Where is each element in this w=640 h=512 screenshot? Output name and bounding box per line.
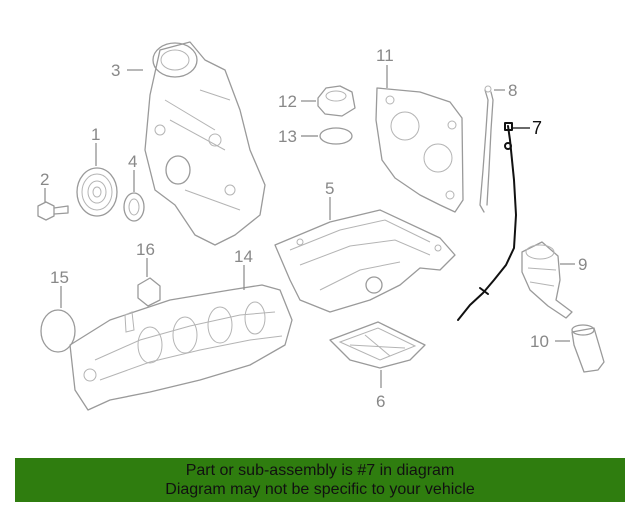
part-11-cover-plate[interactable] — [375, 87, 464, 213]
callout-8: 8 — [508, 81, 517, 100]
banner-line-1: Part or sub-assembly is #7 in diagram — [185, 462, 455, 479]
callout-3: 3 — [111, 61, 120, 80]
part-15-ring-seal[interactable] — [40, 309, 76, 353]
callout-14: 14 — [234, 247, 253, 266]
callout-5: 5 — [325, 179, 334, 198]
leader-lines — [44, 65, 575, 388]
callout-4: 4 — [128, 152, 137, 171]
part-9-filter-housing[interactable] — [521, 241, 573, 319]
callout-7: 7 — [532, 118, 542, 138]
part-14-intake-manifold[interactable] — [69, 284, 293, 411]
callout-11: 11 — [376, 46, 394, 65]
callout-9: 9 — [578, 255, 587, 274]
callout-2: 2 — [40, 170, 49, 189]
callout-16: 16 — [136, 240, 155, 259]
part-12-filler-cap[interactable] — [317, 85, 356, 117]
part-8-guide-tube[interactable] — [479, 85, 494, 213]
banner-line-2: Diagram may not be specific to your vehi… — [165, 481, 475, 498]
info-banner: Part or sub-assembly is #7 in diagram Di… — [15, 458, 625, 502]
part-7-oil-dipstick[interactable] — [457, 122, 517, 321]
callout-13: 13 — [278, 127, 297, 146]
callout-labels: 1 2 3 4 5 6 7 8 9 10 11 12 13 14 15 16 — [40, 46, 587, 411]
part-4-seal[interactable] — [123, 192, 145, 222]
part-3-timing-cover[interactable] — [144, 41, 266, 246]
part-5-oil-pan-upper[interactable] — [274, 209, 456, 313]
part-1-pulley[interactable] — [76, 167, 118, 217]
part-6-oil-pan-lower[interactable] — [329, 321, 426, 369]
callout-12: 12 — [278, 92, 297, 111]
part-2-bolt[interactable] — [37, 201, 69, 221]
part-10-filter-element[interactable] — [571, 324, 605, 373]
part-16-gasket[interactable] — [137, 277, 161, 307]
parts-diagram: 1 2 3 4 5 6 7 8 9 10 11 12 13 14 15 16 — [37, 41, 605, 411]
part-13-o-ring[interactable] — [319, 127, 353, 145]
callout-15: 15 — [50, 268, 69, 287]
callout-6: 6 — [376, 392, 385, 411]
callout-1: 1 — [91, 125, 100, 144]
callout-10: 10 — [530, 332, 549, 351]
